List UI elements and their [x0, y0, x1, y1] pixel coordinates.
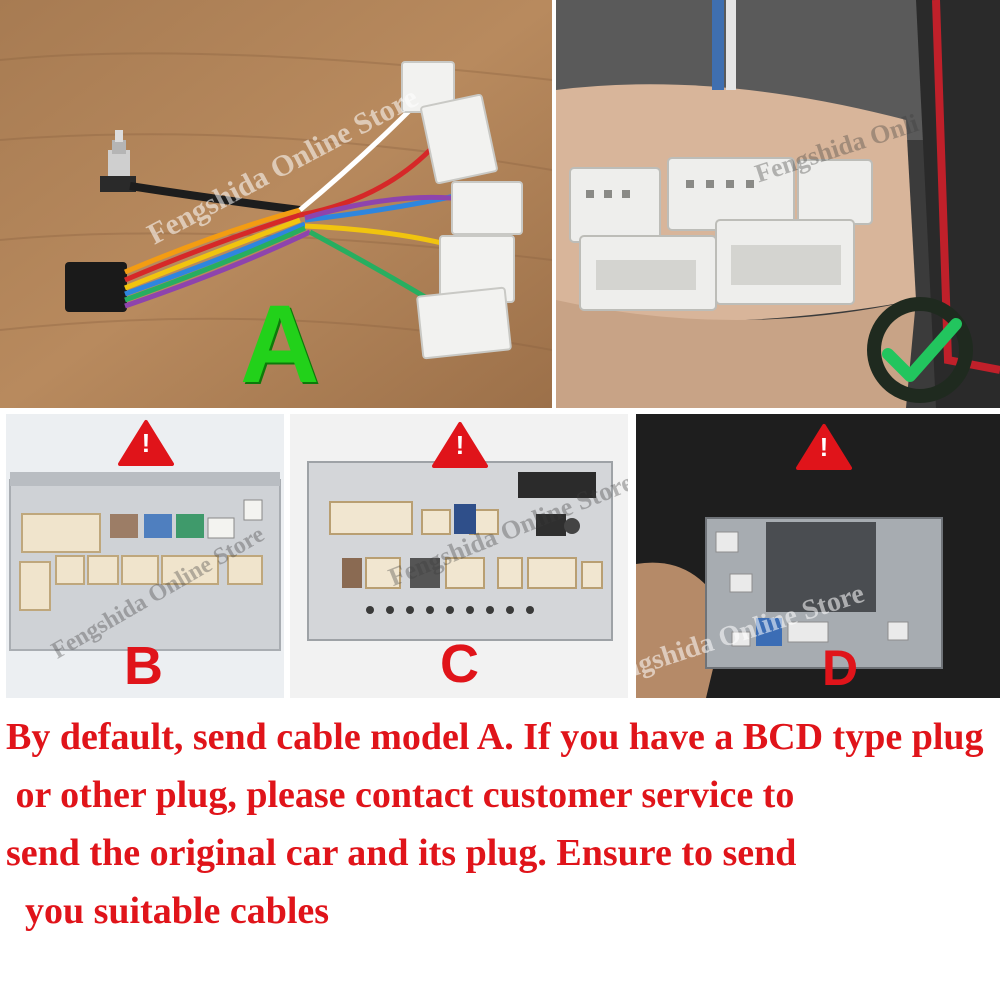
warning-symbol: ! — [141, 428, 151, 458]
connectors-illustration — [556, 0, 1000, 408]
checkmark-icon — [867, 297, 973, 403]
warning-icon — [118, 420, 174, 466]
photo-plug-c: ! C Fengshida Online Store — [290, 414, 628, 698]
photo-connectors-hand: Fengshida Onli — [556, 0, 1000, 408]
harness-illustration — [0, 0, 552, 408]
instruction-caption: By default, send cable model A. If you h… — [6, 708, 996, 940]
label-d: D — [822, 640, 859, 696]
caption-line-1: By default, send cable model A. If you h… — [6, 716, 984, 758]
label-c: C — [440, 634, 479, 694]
caption-line-3: send the original car and its plug. Ensu… — [6, 832, 797, 874]
warning-symbol: ! — [819, 432, 829, 462]
warning-icon — [796, 424, 852, 470]
label-b: B — [124, 636, 163, 696]
photo-harness-a: A Fengshida Online Store — [0, 0, 552, 408]
headunit-b-illustration — [9, 472, 281, 651]
caption-line-2: or other plug, please contact customer s… — [6, 774, 795, 816]
warning-symbol: ! — [455, 430, 465, 460]
photo-plug-b: ! B Fengshida Online Store — [6, 414, 284, 698]
caption-line-4: you suitable cables — [6, 890, 330, 932]
label-a: A — [240, 283, 320, 406]
warning-icon — [432, 422, 488, 468]
photo-plug-d: ! D Fengshida Online Store — [636, 414, 1000, 698]
